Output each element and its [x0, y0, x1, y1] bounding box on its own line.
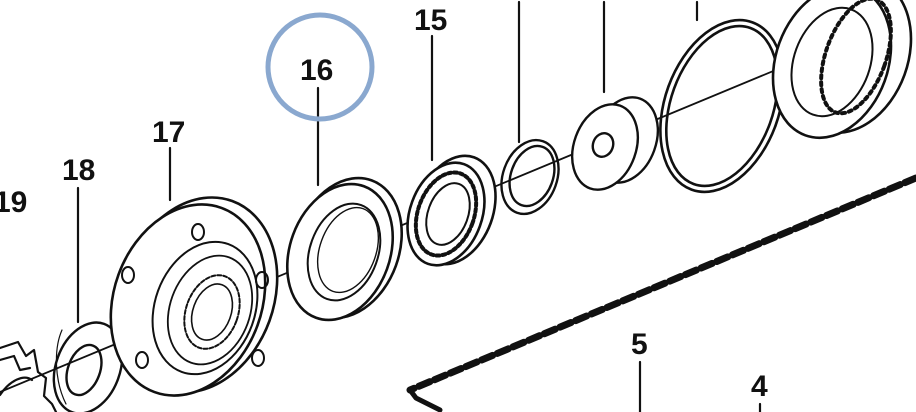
- part-15-bearing: [406, 154, 497, 267]
- housing-outline: [406, 174, 916, 412]
- callout-18: 18: [62, 154, 96, 187]
- callout-17: 17: [152, 116, 186, 149]
- part-19-sleeve: [0, 340, 58, 412]
- callout-19: 19: [0, 186, 28, 219]
- callout-16: 16: [300, 54, 334, 87]
- snap-ring: [500, 138, 560, 216]
- part-17-flange: [109, 196, 279, 397]
- outer-bearing: [771, 0, 913, 140]
- o-ring: [659, 18, 785, 194]
- callout-4: 4: [751, 370, 768, 403]
- callout-5: 5: [631, 328, 648, 361]
- part-18-washer: [52, 321, 124, 412]
- part-16-seal: [285, 176, 404, 322]
- spacer-bushing: [571, 96, 659, 191]
- highlight-circle: [265, 12, 375, 122]
- leader-lines: [76, 0, 762, 412]
- callout-15: 15: [414, 4, 448, 37]
